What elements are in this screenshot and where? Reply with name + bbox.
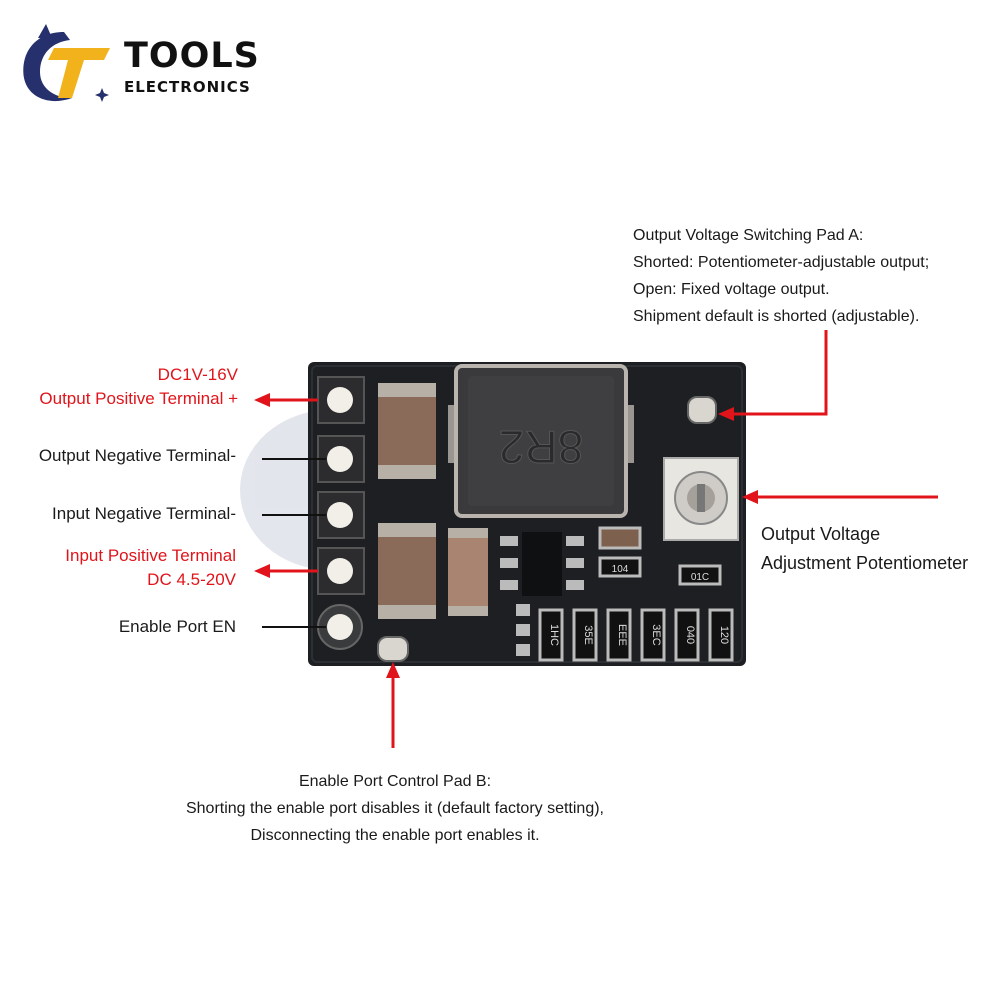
resistor-marking: 120 (718, 626, 730, 644)
ic-chip (500, 532, 584, 596)
resistor-marking: 040 (684, 626, 696, 644)
label-output-negative: Output Negative Terminal- (38, 446, 236, 465)
pad-a (687, 396, 717, 424)
smd-pad (516, 604, 530, 616)
resistor-row: 1HC 35E EEE 3EC 040 120 (516, 604, 734, 662)
brand-subtitle: ELECTRONICS (124, 78, 251, 96)
resistor (674, 608, 700, 662)
pad-b (377, 636, 409, 662)
resistor-marking: 35E (582, 625, 594, 645)
small-components: 104 01C (598, 526, 722, 586)
pad-a-note: Output Voltage Switching Pad A: Shorted:… (633, 227, 930, 325)
resistor (572, 608, 598, 662)
brand-logo (23, 24, 110, 102)
brand-name: TOOLS (124, 36, 260, 76)
label-input-negative: Input Negative Terminal- (52, 504, 236, 523)
potentiometer-label: Output Voltage Adjustment Potentiometer (761, 524, 969, 573)
header-pads (317, 376, 365, 650)
resistor (640, 608, 666, 662)
svg-text:104: 104 (612, 564, 629, 575)
label-output-positive: DC1V-16V Output Positive Terminal + (39, 365, 238, 408)
annotation-arrows (254, 330, 938, 748)
smd-pad (516, 644, 530, 656)
resistor-marking: 1HC (548, 624, 560, 646)
capacitors (378, 383, 488, 619)
resistor (538, 608, 564, 662)
svg-text:01C: 01C (691, 572, 709, 583)
smd-pad (516, 624, 530, 636)
svg-text:8R2: 8R2 (499, 421, 583, 473)
resistor-marking: EEE (616, 624, 628, 646)
pad-b-note: Enable Port Control Pad B: Shorting the … (185, 773, 604, 844)
inductor: 8R2 (448, 364, 634, 518)
label-enable-port: Enable Port EN (118, 617, 236, 636)
resistor (606, 608, 632, 662)
resistor (708, 608, 734, 662)
label-input-positive: Input Positive Terminal DC 4.5-20V (65, 546, 236, 589)
potentiometer (663, 457, 739, 541)
resistor-marking: 3EC (650, 624, 662, 645)
